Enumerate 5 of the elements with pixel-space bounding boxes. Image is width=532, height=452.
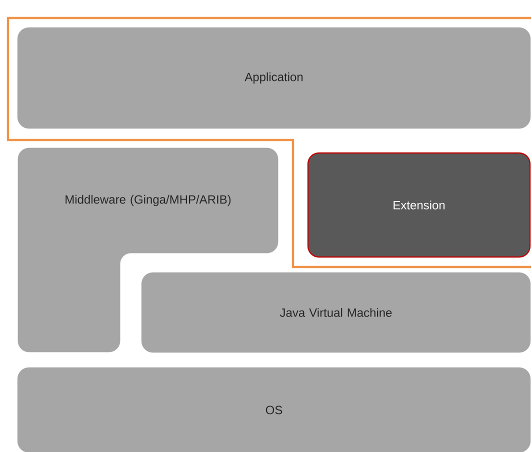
layer-box: Application (17, 27, 531, 129)
layer-box: Middleware (Ginga/MHP/ARIB) (18, 148, 278, 352)
layer-box: Java Virtual Machine (141, 272, 531, 353)
layer-box: OS (17, 367, 531, 452)
highlight-box: Extension (307, 152, 531, 258)
